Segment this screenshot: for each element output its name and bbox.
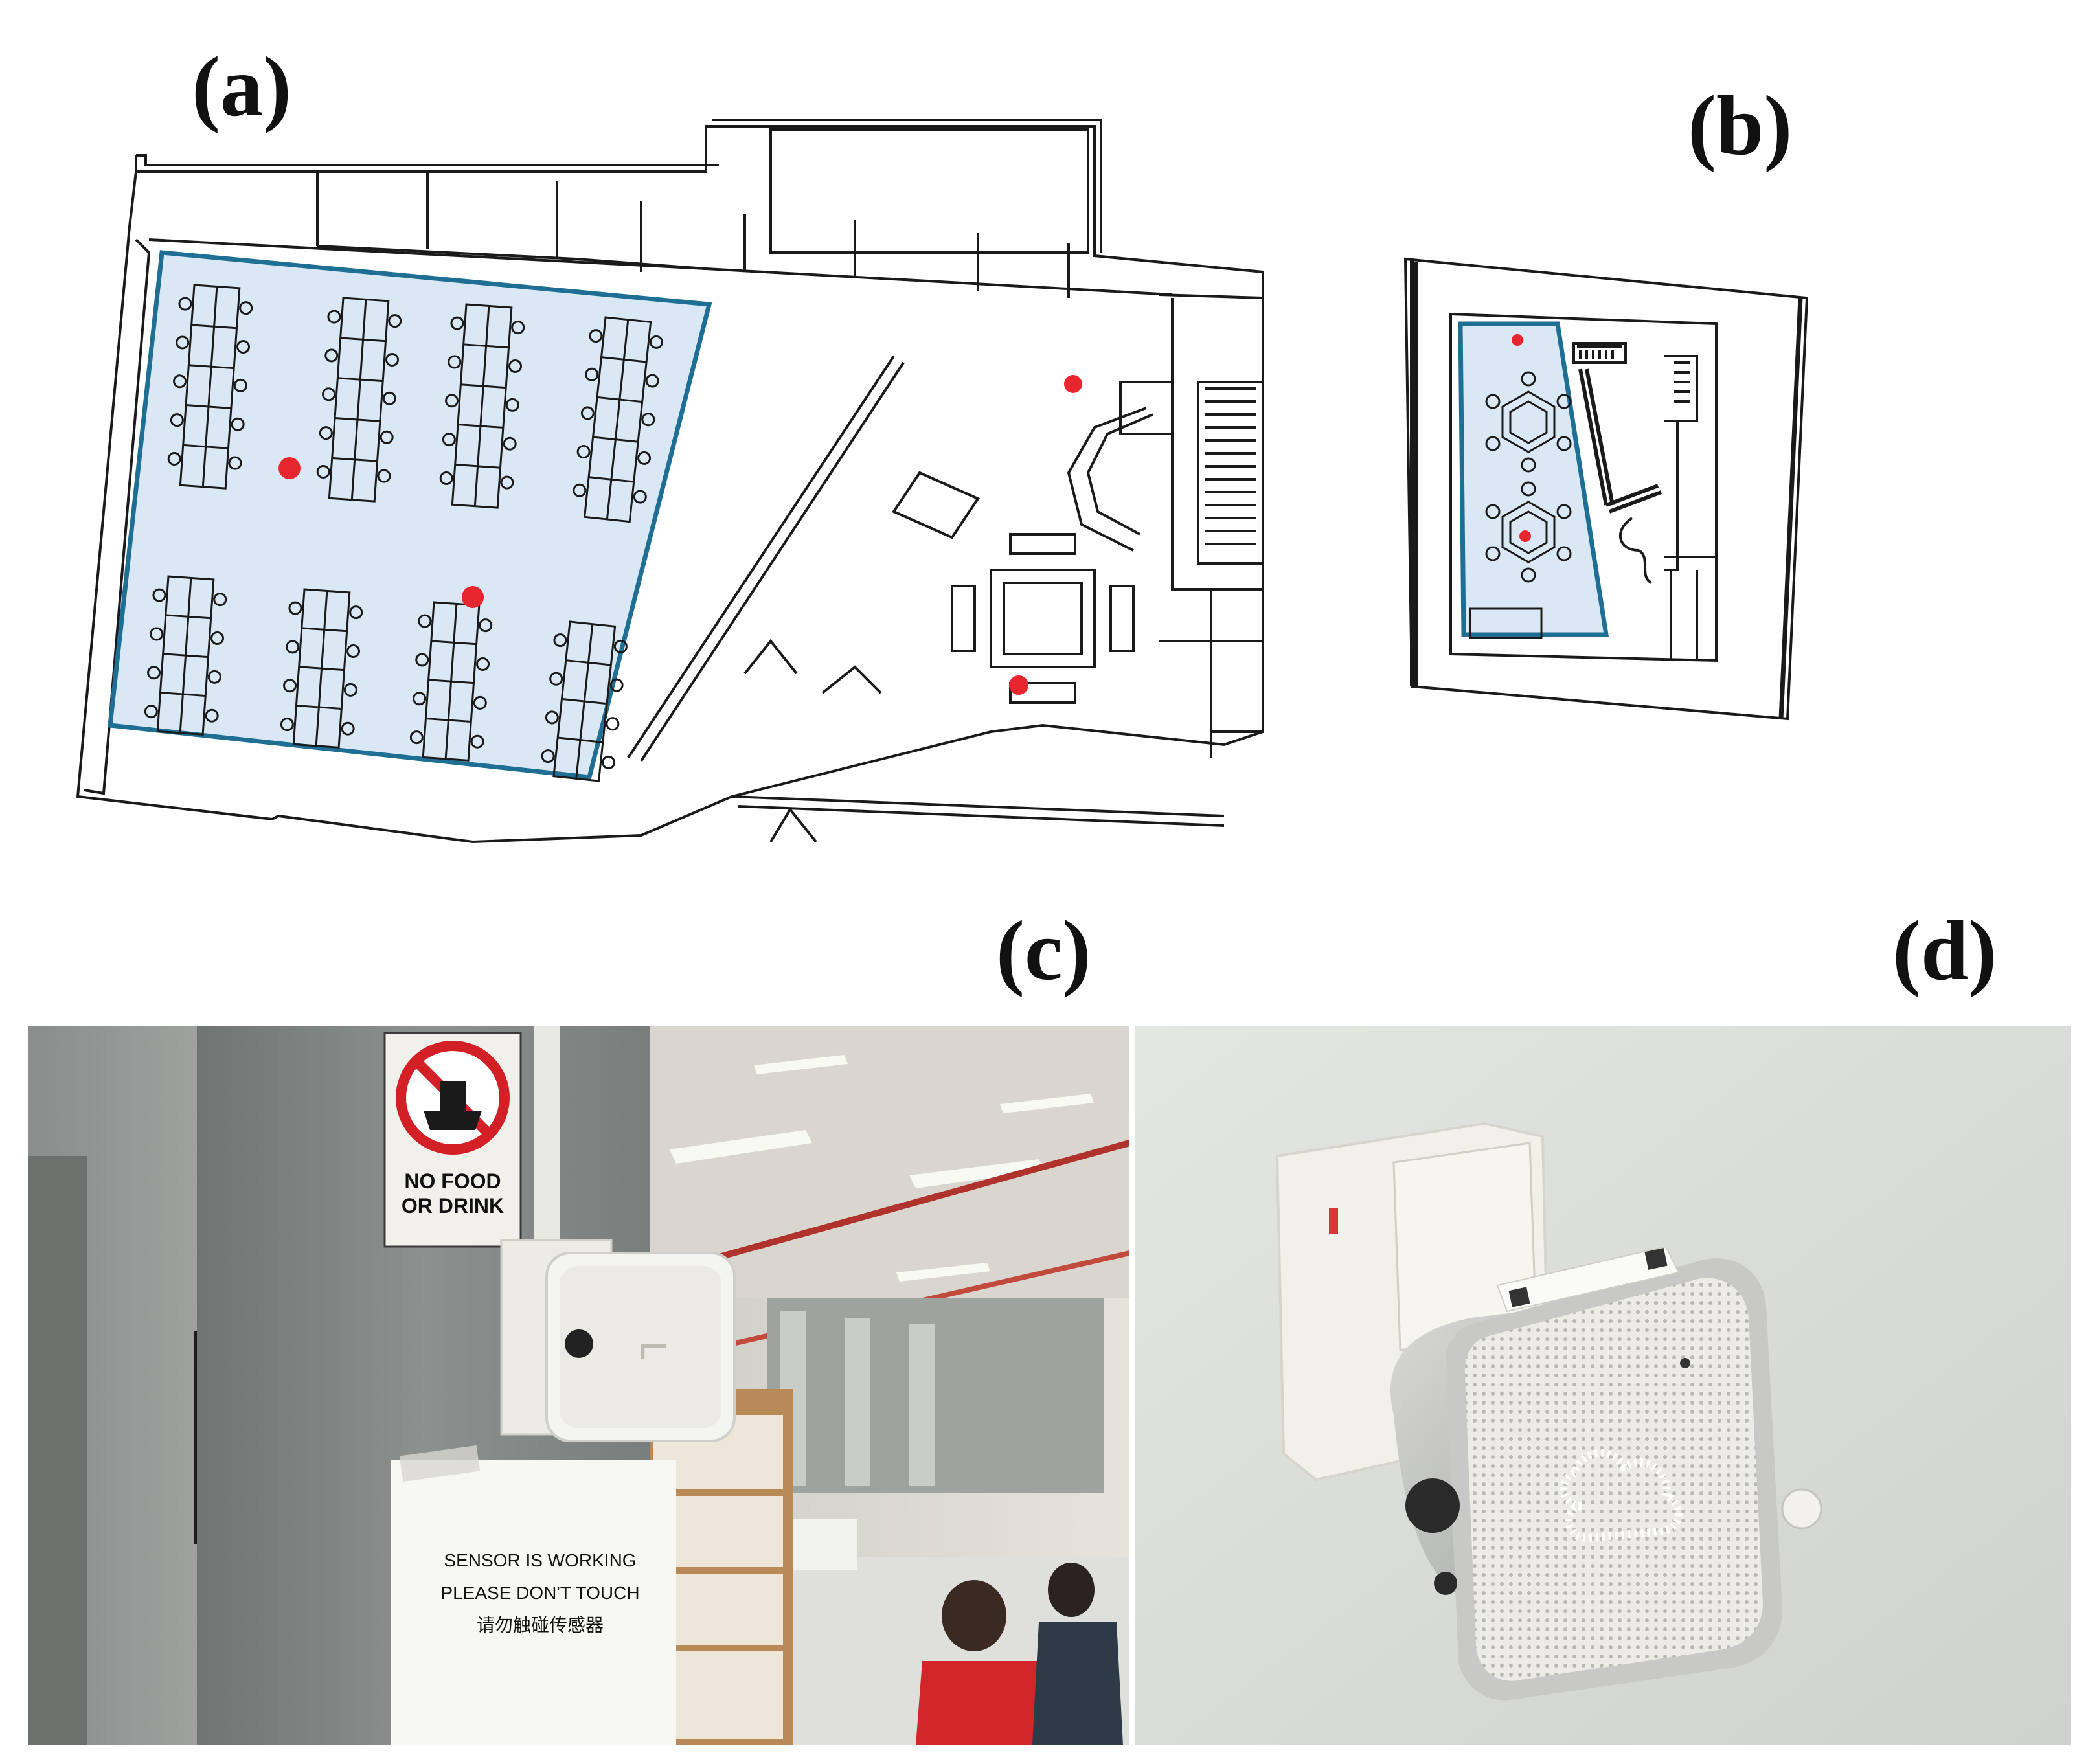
photo-c: ⌐ NO FOOD OR DRINK SENSOR IS WORKING PLE… bbox=[28, 1026, 1129, 1745]
photo-d bbox=[1135, 1026, 2071, 1745]
panel-label-c: (c) bbox=[996, 903, 1091, 998]
sensor-dot bbox=[462, 586, 484, 608]
sensor-display-glyph: ⌐ bbox=[639, 1317, 669, 1374]
no-food-sign: NO FOOD OR DRINK bbox=[386, 1169, 519, 1218]
sensor-dot bbox=[1009, 675, 1028, 695]
photo-c-scene: ⌐ bbox=[28, 1026, 1129, 1745]
sensor-dots-a bbox=[278, 375, 1082, 695]
walls-a bbox=[76, 119, 1264, 844]
panel-label-b: (b) bbox=[1688, 78, 1793, 173]
sensor-dot bbox=[1512, 334, 1523, 346]
sensor-dots-b bbox=[1512, 334, 1531, 542]
sensor-dot bbox=[1519, 530, 1531, 542]
floor-plan-b bbox=[1403, 257, 1809, 721]
sensor-notice-line1: SENSOR IS WORKING bbox=[444, 1550, 637, 1570]
sensor-dot bbox=[278, 457, 301, 479]
sensor-dot bbox=[1064, 375, 1082, 393]
panel-label-d: (d) bbox=[1892, 903, 1997, 998]
sensor-notice: SENSOR IS WORKING PLEASE DON'T TOUCH 请勿触… bbox=[404, 1544, 676, 1642]
desk-clusters-a bbox=[144, 284, 663, 782]
no-food-line1: NO FOOD bbox=[404, 1170, 501, 1193]
photo-d-scene bbox=[1135, 1026, 2071, 1745]
no-food-line2: OR DRINK bbox=[401, 1194, 505, 1217]
sensor-notice-line2: PLEASE DON'T TOUCH bbox=[440, 1583, 640, 1603]
study-zone-b bbox=[1458, 321, 1609, 637]
sensor-notice-line3: 请勿触碰传感器 bbox=[476, 1615, 604, 1635]
floor-plan-a bbox=[76, 119, 1264, 844]
panel-label-a: (a) bbox=[192, 39, 291, 134]
study-zone-a bbox=[108, 250, 712, 780]
